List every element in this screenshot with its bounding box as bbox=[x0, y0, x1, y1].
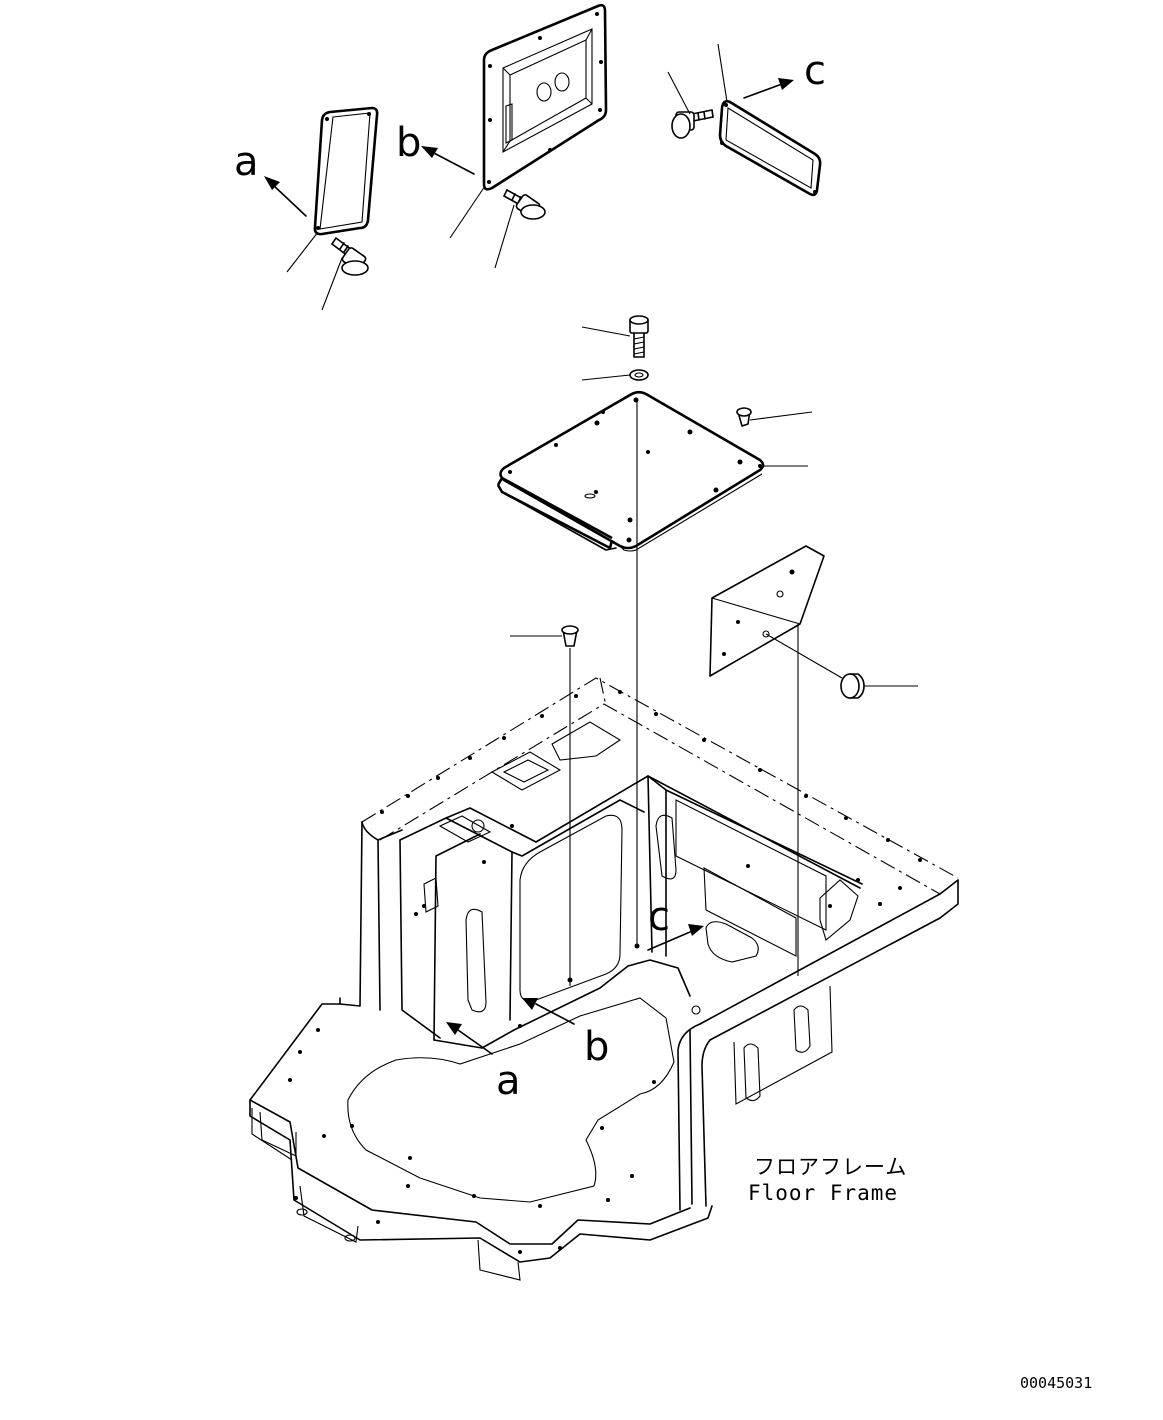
view-label-c-top: c bbox=[804, 48, 826, 94]
leader-bolt-c bbox=[667, 71, 691, 115]
side-panel bbox=[709, 545, 825, 677]
leader-cap-upper-right bbox=[749, 411, 813, 421]
floor-cover-plate bbox=[496, 390, 765, 552]
leader-center-washer bbox=[581, 374, 631, 381]
floor-frame-label-jp: フロアフレーム bbox=[754, 1155, 907, 1179]
view-arrow-c-frame bbox=[647, 924, 704, 951]
cap-upper-right bbox=[736, 407, 752, 427]
view-arrow-b-frame bbox=[522, 998, 575, 1025]
view-arrow-a-top bbox=[264, 176, 307, 217]
leader-bolt-b bbox=[494, 204, 515, 269]
cover-plate-a bbox=[313, 106, 379, 236]
cap-left bbox=[561, 625, 579, 647]
view-label-b-top: b bbox=[396, 120, 421, 166]
centerline-plug bbox=[765, 633, 843, 679]
view-label-c-frame: c bbox=[648, 894, 670, 940]
view-label-a-frame: a bbox=[496, 1058, 521, 1104]
leader-cover-b bbox=[449, 185, 486, 239]
bolt-cover-c bbox=[671, 109, 714, 139]
view-arrow-b-top bbox=[421, 146, 475, 175]
leader-center-bolt bbox=[581, 326, 631, 337]
floor-frame bbox=[249, 677, 959, 1281]
rubber-plug bbox=[840, 673, 865, 699]
leader-cover-c bbox=[717, 43, 728, 103]
cover-plate-c bbox=[718, 99, 822, 197]
cover-frame-b bbox=[482, 3, 608, 191]
drawing-number: 00045031 bbox=[1020, 1374, 1092, 1392]
leader-cover-a bbox=[286, 231, 319, 273]
bolt-cover-b bbox=[503, 189, 546, 220]
view-arrow-c-top bbox=[743, 78, 794, 99]
view-label-b-frame: b bbox=[584, 1024, 609, 1070]
bolt-cover-a bbox=[331, 237, 369, 276]
center-bolt bbox=[629, 315, 649, 358]
view-label-a-top: a bbox=[234, 139, 259, 185]
floor-frame-label-en: Floor Frame bbox=[748, 1181, 898, 1205]
leader-bolt-a bbox=[321, 257, 343, 311]
view-arrow-a-frame bbox=[446, 1022, 493, 1055]
center-washer bbox=[629, 369, 649, 381]
